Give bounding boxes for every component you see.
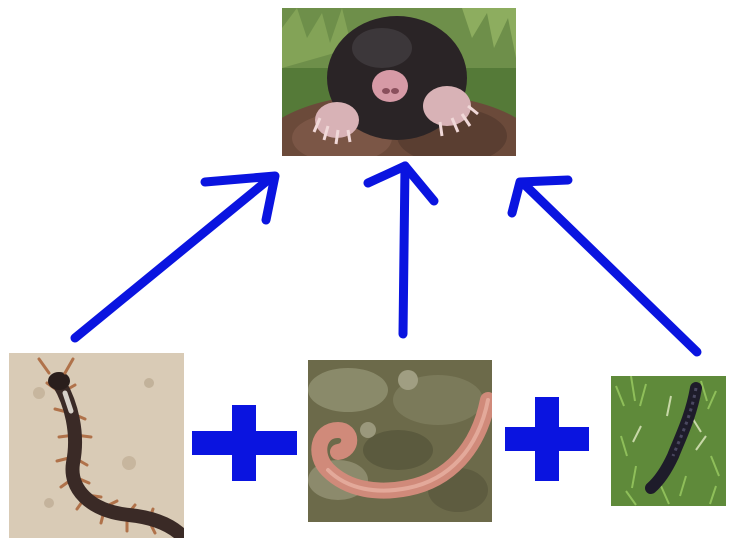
arrow-slug-to-mole xyxy=(525,185,697,352)
plus-sign-icon xyxy=(505,397,589,481)
slug-photo xyxy=(611,376,726,506)
arrow-centipede-to-mole xyxy=(75,180,268,338)
earthworm-photo xyxy=(308,360,492,522)
arrow-earthworm-to-mole xyxy=(403,166,405,334)
centipede-photo xyxy=(9,353,184,538)
arrow-up-icon xyxy=(75,166,697,352)
plus-sign-icon xyxy=(192,405,297,481)
